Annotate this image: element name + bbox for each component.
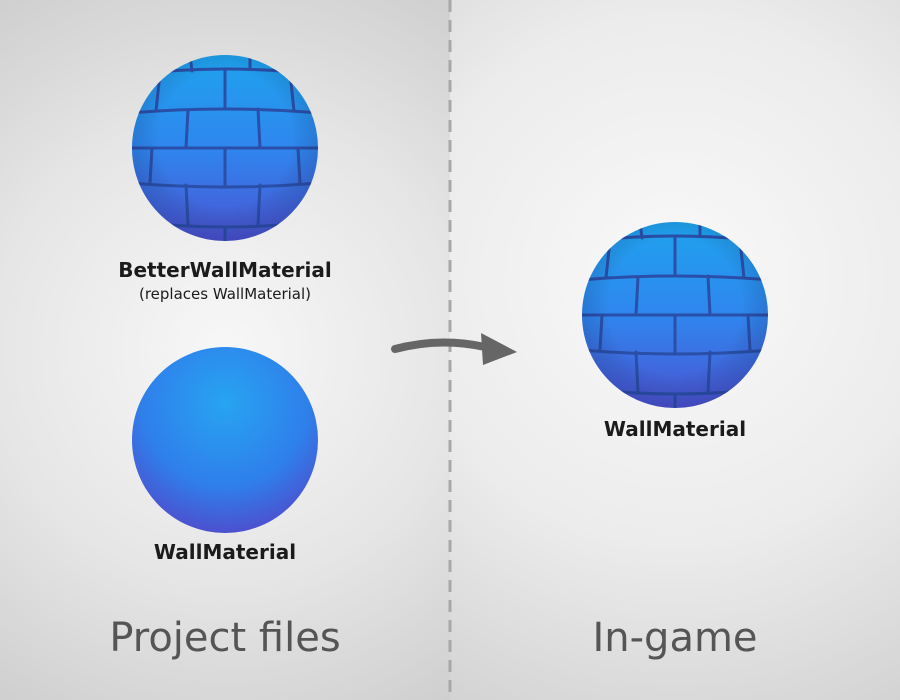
plain-sphere-icon <box>132 347 318 533</box>
replaces-note: (replaces WallMaterial) <box>138 285 312 303</box>
brick-sphere-icon <box>130 53 320 243</box>
wall-material-label-right: WallMaterial <box>603 417 747 441</box>
project-files-title: Project files <box>109 615 341 661</box>
brick-sphere-icon <box>580 220 770 410</box>
curved-arrow-icon <box>391 333 517 365</box>
wall-material-label-left: WallMaterial <box>153 540 297 564</box>
better-wall-material-label: BetterWallMaterial <box>118 258 332 282</box>
panel-divider <box>448 0 452 700</box>
in-game-title: In-game <box>592 615 758 661</box>
